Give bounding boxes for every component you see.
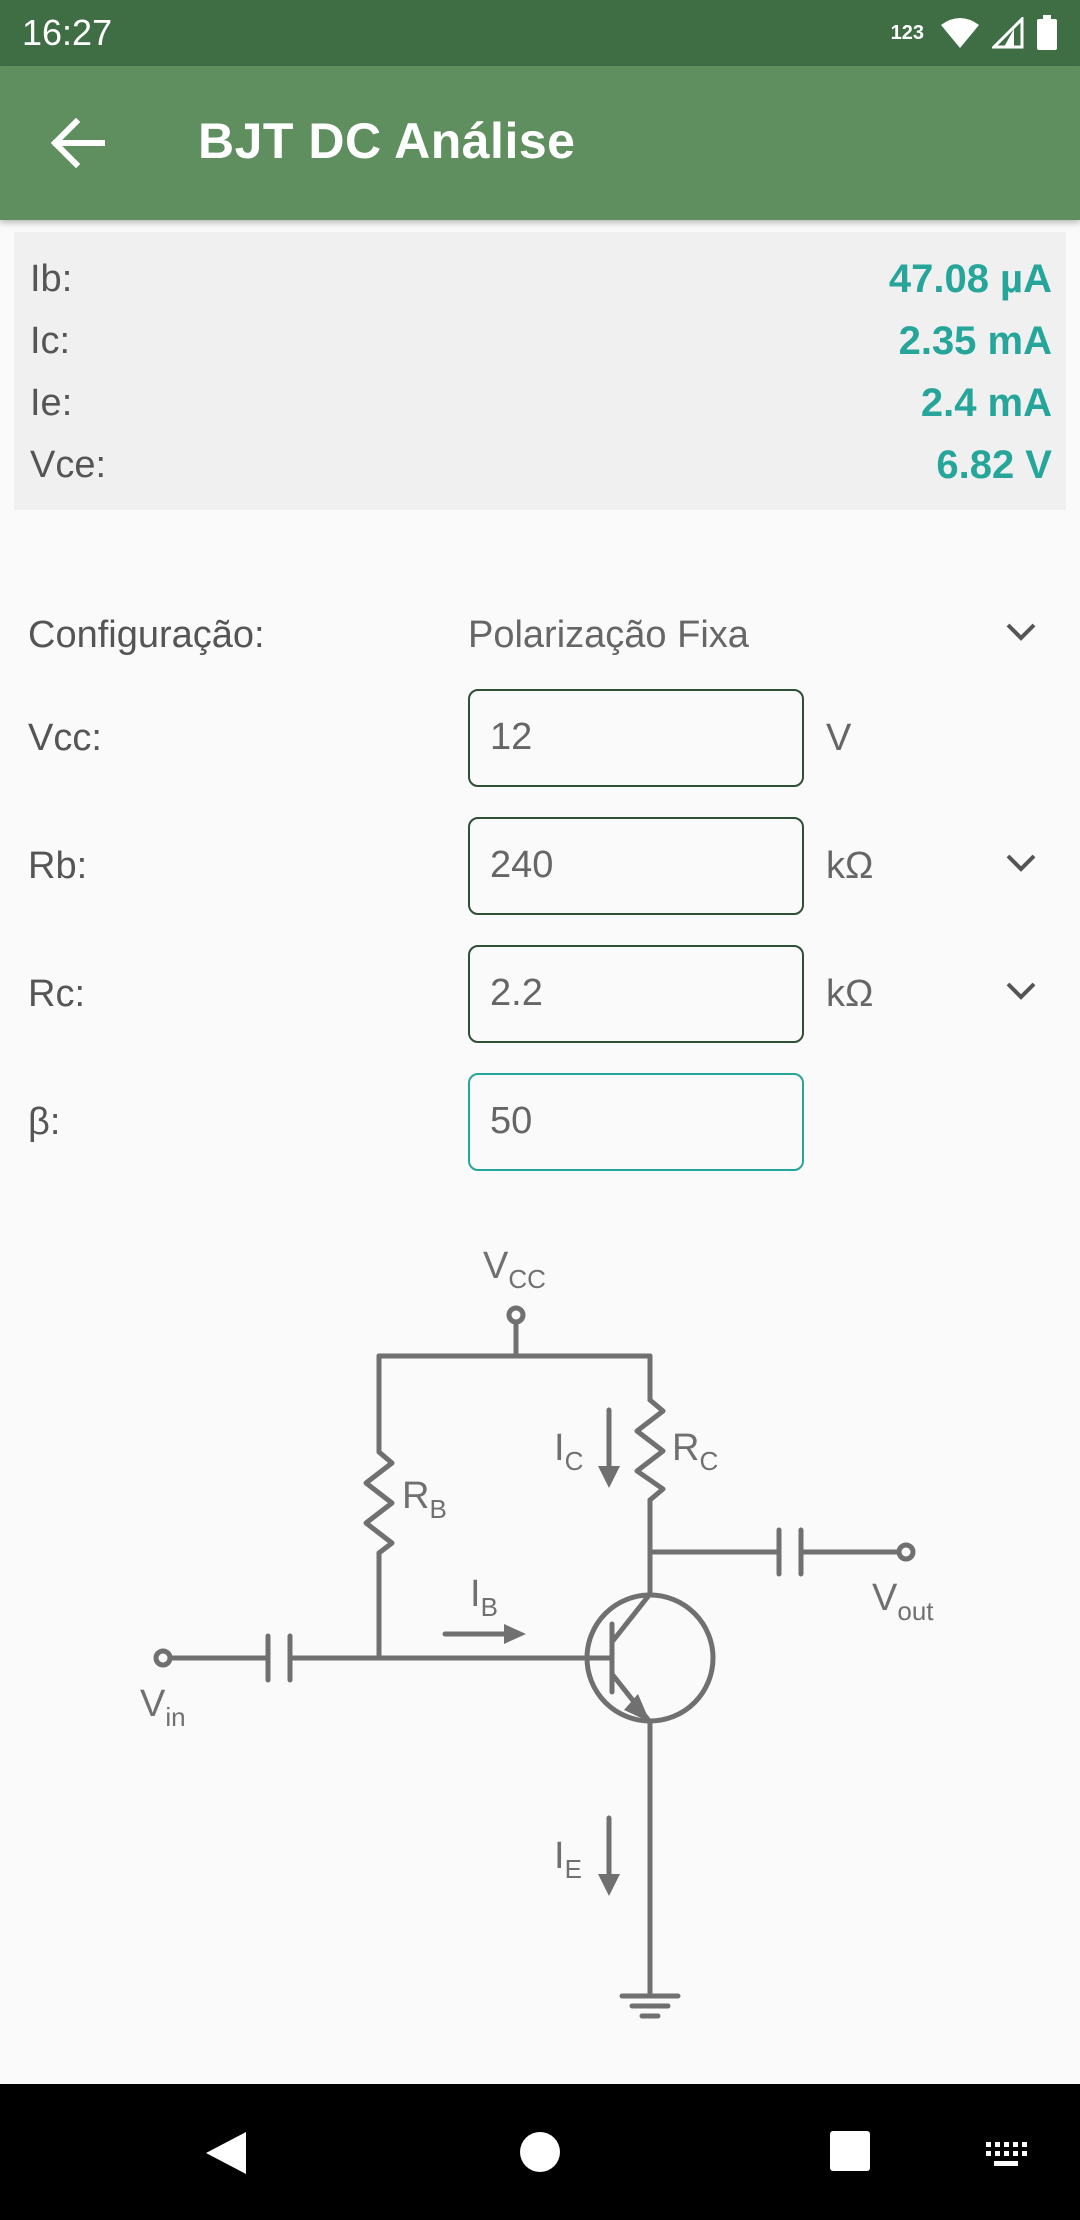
- rb-unit-select[interactable]: kΩ: [826, 845, 874, 887]
- status-bar: 16:27 123: [0, 0, 1080, 66]
- vout-terminal: [896, 1542, 916, 1562]
- rb-resistor: [363, 1449, 395, 1556]
- result-row-ic: Ic: 2.35 mA: [14, 310, 1066, 372]
- result-row-vce: Vce: 6.82 V: [14, 434, 1066, 496]
- config-row[interactable]: Configuração: Polarização Fixa: [0, 586, 1080, 686]
- app-bar: BJT DC Análise: [0, 66, 1080, 220]
- battery-icon: [1037, 15, 1057, 50]
- result-value: 6.82 V: [936, 442, 1052, 487]
- navigation-bar: [0, 2084, 1080, 2220]
- keyboard-icon[interactable]: [984, 2140, 1028, 2170]
- vcc-input[interactable]: 12: [468, 689, 804, 787]
- result-label: Ic:: [30, 319, 71, 362]
- arrow-left-icon[interactable]: [50, 118, 106, 168]
- status-time: 16:27: [22, 12, 113, 53]
- chevron-down-icon[interactable]: [1004, 979, 1038, 1003]
- circuit-diagram: VCC RB RC IC IB IE Vin Vout: [140, 1245, 934, 2019]
- rc-circuit-label: RC: [672, 1427, 718, 1476]
- vcc-label: Vcc:: [28, 717, 102, 759]
- wifi-icon: [941, 18, 979, 48]
- rb-input[interactable]: 240: [468, 817, 804, 915]
- result-row-ib: Ib: 47.08 µA: [14, 248, 1066, 310]
- result-label: Ie:: [30, 381, 73, 424]
- page-title: BJT DC Análise: [198, 113, 576, 169]
- status-icons: 123: [891, 15, 1058, 51]
- vin-circuit-label: Vin: [140, 1683, 186, 1732]
- rc-row: Rc: 2.2 kΩ: [0, 945, 1080, 1045]
- result-label: Vce:: [30, 443, 107, 486]
- config-select[interactable]: Polarização Fixa: [468, 614, 749, 656]
- ie-circuit-label: IE: [554, 1835, 582, 1884]
- network-type-label: 123: [890, 21, 924, 44]
- beta-row: β: 50: [0, 1073, 1080, 1173]
- rc-unit-select[interactable]: kΩ: [826, 973, 874, 1015]
- recents-nav-icon[interactable]: [829, 2130, 871, 2172]
- config-label: Configuração:: [28, 614, 265, 656]
- rb-row: Rb: 240 kΩ: [0, 817, 1080, 917]
- result-value: 2.35 mA: [898, 318, 1052, 363]
- ic-circuit-label: IC: [554, 1427, 583, 1476]
- vcc-row: Vcc: 12 V: [0, 689, 1080, 789]
- chevron-down-icon[interactable]: [1004, 851, 1038, 875]
- beta-input[interactable]: 50: [468, 1073, 804, 1171]
- rc-label: Rc:: [28, 973, 85, 1015]
- beta-label: β:: [28, 1101, 61, 1143]
- result-value: 2.4 mA: [920, 380, 1052, 425]
- home-nav-icon[interactable]: [518, 2130, 562, 2174]
- result-row-ie: Ie: 2.4 mA: [14, 372, 1066, 434]
- rb-circuit-label: RB: [402, 1475, 447, 1524]
- vcc-circuit-label: VCC: [483, 1245, 546, 1294]
- ib-circuit-label: IB: [470, 1573, 498, 1622]
- cell-signal-icon: [992, 17, 1024, 49]
- chevron-down-icon[interactable]: [1004, 620, 1038, 644]
- rb-label: Rb:: [28, 845, 88, 887]
- vout-circuit-label: Vout: [872, 1577, 934, 1626]
- back-nav-icon[interactable]: [204, 2130, 248, 2176]
- vcc-unit: V: [826, 717, 852, 759]
- rc-resistor: [634, 1397, 666, 1503]
- rc-input[interactable]: 2.2: [468, 945, 804, 1043]
- result-value: 47.08 µA: [888, 256, 1052, 301]
- results-panel: Ib: 47.08 µA Ic: 2.35 mA Ie: 2.4 mA Vce:…: [14, 232, 1066, 510]
- result-label: Ib:: [30, 257, 73, 300]
